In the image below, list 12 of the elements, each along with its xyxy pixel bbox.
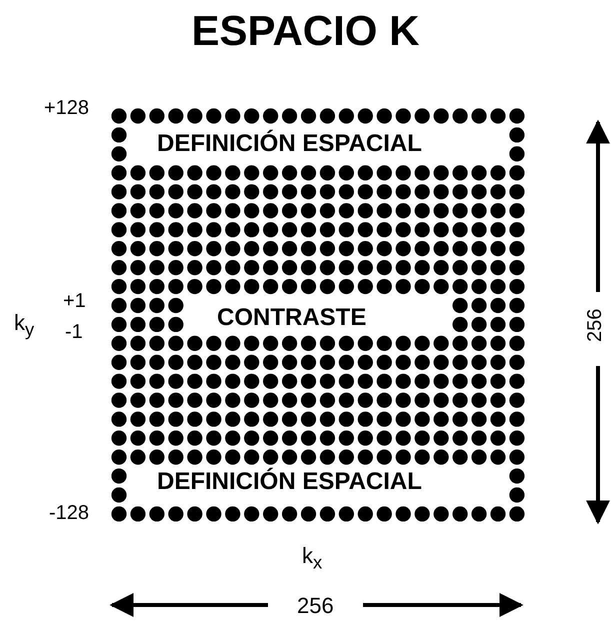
dimension-value: 256 bbox=[297, 595, 334, 617]
region-label: CONTRASTE bbox=[217, 306, 366, 330]
axis-label: k$_{x}$ bbox=[302, 545, 322, 572]
region-label: DEFINICIÓN ESPACIAL bbox=[157, 132, 422, 156]
title: ESPACIO K bbox=[190, 10, 420, 52]
axis-value: -128 bbox=[48, 503, 89, 523]
axis-value: -1 bbox=[65, 322, 83, 342]
axis-value: +1 bbox=[63, 291, 86, 311]
dimension-value: 256 bbox=[585, 308, 605, 342]
axis-label: k$_{y}$ bbox=[14, 312, 34, 339]
region-label: DEFINICIÓN ESPACIAL bbox=[157, 470, 422, 494]
axis-value: +128 bbox=[44, 98, 89, 118]
